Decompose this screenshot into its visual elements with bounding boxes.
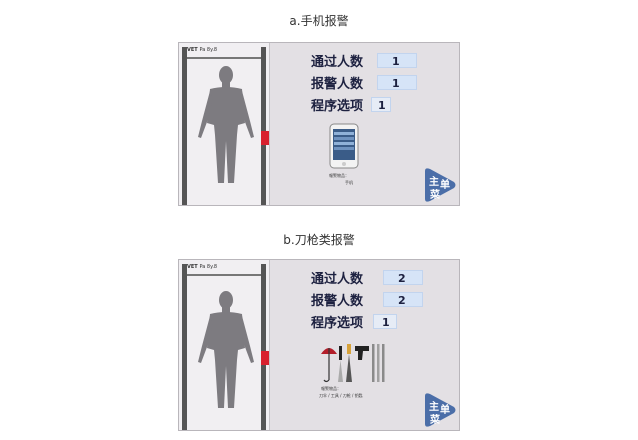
menu-char-1: 主 bbox=[429, 402, 439, 413]
menu-char-3: 菜 bbox=[430, 415, 440, 426]
pass-count-row: 通过人数 1 bbox=[311, 51, 451, 71]
caption-b: b.刀枪类报警 bbox=[283, 233, 355, 247]
item-caption-line1: 報警物品： bbox=[329, 173, 349, 178]
menu-char-1: 主 bbox=[429, 177, 439, 188]
alarm-count-row: 报警人数 1 bbox=[311, 73, 451, 93]
program-option-label: 程序选项 bbox=[311, 316, 364, 331]
program-option-row: 程序选项 1 bbox=[311, 95, 451, 115]
alarm-count-label: 报警人数 bbox=[311, 77, 364, 92]
gate-frame bbox=[182, 264, 266, 430]
pass-count-row: 通过人数 2 bbox=[311, 268, 451, 288]
person-silhouette-icon bbox=[198, 66, 254, 183]
program-option-row: 程序选项 1 bbox=[311, 312, 451, 332]
pass-count-label: 通过人数 bbox=[311, 55, 364, 70]
gate-area: VET Pa 8y.8 bbox=[179, 260, 270, 430]
screen-panel-a: VET Pa 8y.8 通过人数 1 报警人数 1 程序选项 1 bbox=[178, 42, 460, 206]
main-menu-button[interactable]: 主 单 菜 bbox=[421, 392, 457, 428]
alarm-count-value: 2 bbox=[383, 292, 423, 307]
main-menu-button[interactable]: 主 单 菜 bbox=[421, 167, 457, 203]
gate-frame bbox=[182, 47, 266, 205]
menu-char-3: 菜 bbox=[430, 190, 440, 201]
alarm-count-label: 报警人数 bbox=[311, 294, 364, 309]
menu-char-2: 单 bbox=[440, 405, 450, 416]
person-silhouette-icon bbox=[198, 291, 254, 408]
gate-area: VET Pa 8y.8 bbox=[179, 43, 270, 205]
program-option-label: 程序选项 bbox=[311, 99, 364, 114]
screen-panel-b: VET Pa 8y.8 通过人数 2 报警人数 2 程序选项 1 bbox=[178, 259, 460, 431]
item-caption-line1: 報警物品： bbox=[321, 386, 341, 391]
program-option-value[interactable]: 1 bbox=[371, 97, 391, 112]
pass-count-label: 通过人数 bbox=[311, 272, 364, 287]
alarm-sensor-indicator bbox=[261, 131, 269, 145]
brand-logo: VET Pa 8y.8 bbox=[187, 47, 218, 53]
brand-logo: VET Pa 8y.8 bbox=[187, 264, 218, 270]
item-caption-line2: 手机 bbox=[345, 180, 353, 185]
pass-count-value: 2 bbox=[383, 270, 423, 285]
alarm-count-value: 1 bbox=[377, 75, 417, 90]
item-caption-line2: 刀伞 / 工具 / 刀枪 / 钥匙 bbox=[319, 393, 363, 398]
caption-a: a.手机报警 bbox=[289, 14, 349, 28]
menu-char-2: 单 bbox=[440, 180, 450, 191]
menu-arrow-icon bbox=[425, 393, 456, 427]
prohibited-items-icon bbox=[321, 344, 385, 383]
alarm-count-row: 报警人数 2 bbox=[311, 290, 451, 310]
pass-count-value: 1 bbox=[377, 53, 417, 68]
program-option-value[interactable]: 1 bbox=[373, 314, 397, 329]
phone-icon bbox=[329, 123, 359, 169]
alarm-sensor-indicator bbox=[261, 351, 269, 365]
menu-arrow-icon bbox=[425, 168, 456, 202]
